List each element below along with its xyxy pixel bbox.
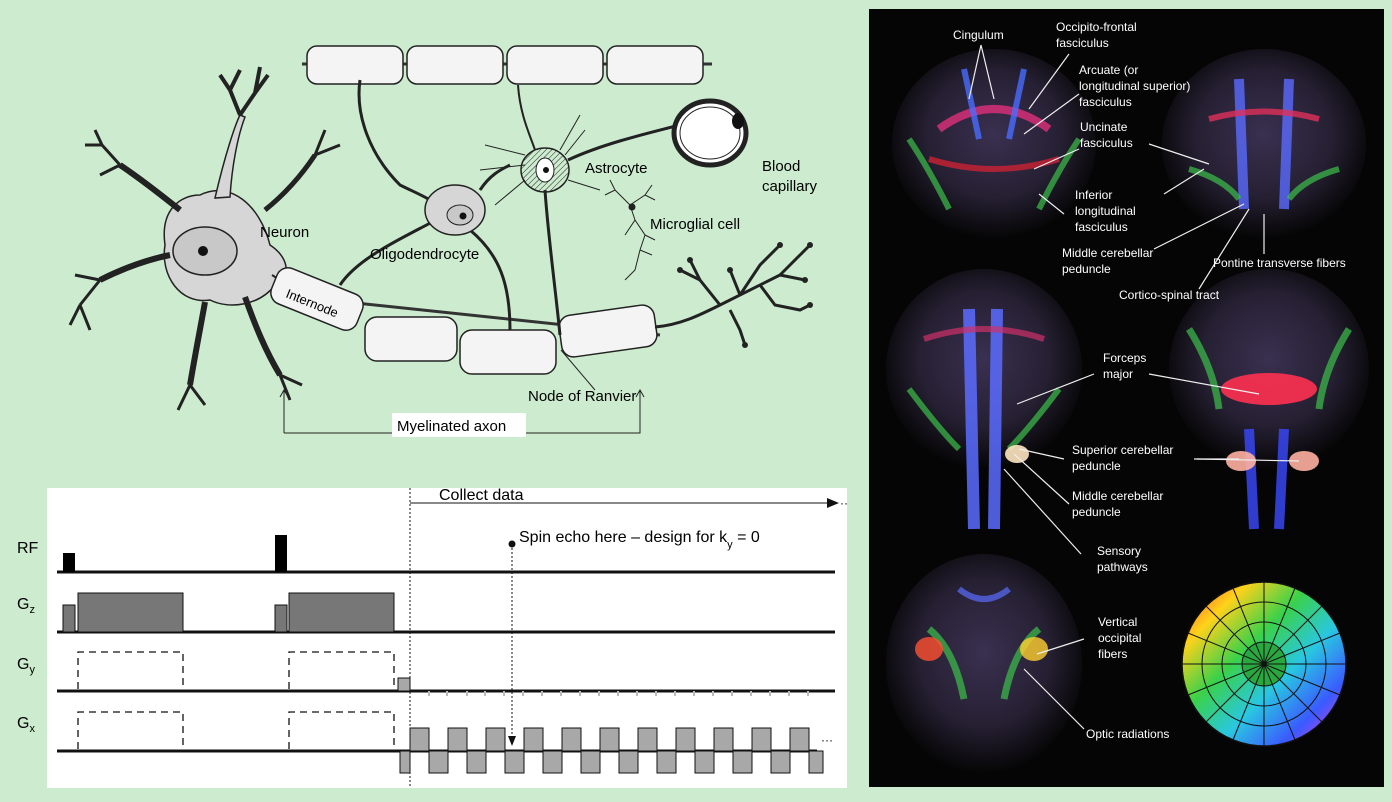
neuron-glia-svg: Neuron Oligodendrocyte Astrocyte Blood c… — [68, 45, 818, 437]
row-label-gy: Gy — [17, 656, 35, 677]
brain-slice-bottom-left — [886, 554, 1082, 774]
label-blood: Blood — [762, 158, 800, 175]
neuron-cell — [68, 66, 341, 411]
pulse-sequence-svg: Collect data ··· Spin echo here – design… — [57, 488, 847, 788]
brain-slice-middle-left — [886, 269, 1082, 530]
label-oligodendrocyte: Oligodendrocyte — [370, 246, 479, 263]
label-mcp2-1: Middle cerebellar — [1072, 489, 1163, 503]
axon-terminal-branches — [654, 243, 812, 346]
lower-myelin-segments — [270, 267, 661, 375]
brain-slice-middle-right — [1169, 269, 1369, 530]
gy-blip — [397, 677, 411, 692]
label-occipito-1: Occipito-frontal — [1056, 20, 1137, 34]
label-myelinated-axon: Myelinated axon — [397, 418, 506, 435]
label-vertical-2: occipital — [1098, 631, 1141, 645]
astrocyte-cell — [479, 84, 681, 336]
label-microglial: Microglial cell — [650, 216, 740, 233]
label-capillary: capillary — [762, 178, 818, 195]
rf-180-pulse — [275, 535, 287, 572]
label-arcuate-3: fasciculus — [1079, 95, 1132, 109]
pulse-sequence-diagram: Collect data ··· Spin echo here – design… — [47, 488, 847, 788]
callout-lines — [968, 44, 1300, 730]
axon-terminal-boutons — [677, 242, 813, 348]
label-arcuate-2: longitudinal superior) — [1079, 79, 1190, 93]
label-mcp1-2: peduncle — [1062, 262, 1111, 276]
gx-prephase — [77, 711, 395, 749]
label-forceps-2: major — [1103, 367, 1133, 381]
label-arcuate-1: Arcuate (or — [1079, 63, 1138, 77]
neuron-glia-diagram: Neuron Oligodendrocyte Astrocyte Blood c… — [40, 5, 850, 445]
label-inferior-2: longitudinal — [1075, 204, 1136, 218]
label-inferior-1: Inferior — [1075, 188, 1112, 202]
gx-readout-train — [399, 727, 824, 774]
direction-color-sphere — [1181, 581, 1347, 747]
label-vertical-3: fibers — [1098, 647, 1127, 661]
collect-data-ellipsis: ··· — [840, 496, 847, 510]
gx-ellipsis: ··· — [821, 733, 833, 747]
label-pontine: Pontine transverse fibers — [1213, 256, 1346, 270]
pulse-row-labels: RF Gz Gy Gx — [0, 488, 47, 788]
label-astrocyte: Astrocyte — [585, 160, 648, 177]
label-node-of-ranvier: Node of Ranvier — [528, 388, 636, 405]
label-scp-2: peduncle — [1072, 459, 1121, 473]
collect-data-label: Collect data — [439, 488, 524, 504]
label-scp-1: Superior cerebellar — [1072, 443, 1173, 457]
label-optic: Optic radiations — [1086, 727, 1169, 741]
label-neuron: Neuron — [260, 224, 309, 241]
dti-tractography-svg: Cingulum Occipito-frontal fasciculus Arc… — [886, 20, 1369, 774]
row-label-gz: Gz — [17, 596, 35, 617]
gz-gradients — [62, 592, 395, 633]
gy-phase-table — [77, 651, 395, 689]
label-uncinate-1: Uncinate — [1080, 120, 1128, 134]
label-occipito-2: fasciculus — [1056, 36, 1109, 50]
rf-90-pulse — [63, 553, 75, 572]
dti-tractography-panel: Cingulum Occipito-frontal fasciculus Arc… — [869, 9, 1384, 787]
label-cst: Cortico-spinal tract — [1119, 288, 1220, 302]
label-uncinate-2: fasciculus — [1080, 136, 1133, 150]
row-label-gx: Gx — [17, 715, 35, 736]
gy-ticks — [428, 691, 809, 696]
label-sensory-2: pathways — [1097, 560, 1148, 574]
oligodendrocyte-cell — [338, 79, 512, 331]
tract-labels: Cingulum Occipito-frontal fasciculus Arc… — [953, 20, 1346, 741]
top-myelin-segments — [302, 45, 712, 85]
microglial-cell — [604, 179, 656, 281]
brain-slice-top-right — [1162, 49, 1366, 239]
label-cingulum: Cingulum — [953, 28, 1004, 42]
brain-slice-top-left — [892, 49, 1096, 239]
label-inferior-3: fasciculus — [1075, 220, 1128, 234]
label-vertical-1: Vertical — [1098, 615, 1137, 629]
blood-capillary — [671, 98, 749, 168]
label-mcp1-1: Middle cerebellar — [1062, 246, 1153, 260]
label-sensory-1: Sensory — [1097, 544, 1141, 558]
row-label-rf: RF — [17, 540, 39, 557]
label-mcp2-2: peduncle — [1072, 505, 1121, 519]
label-forceps-1: Forceps — [1103, 351, 1146, 365]
spin-echo-label: Spin echo here – design for ky = 0 — [519, 529, 760, 551]
myelinated-axon-bracket — [279, 349, 645, 434]
